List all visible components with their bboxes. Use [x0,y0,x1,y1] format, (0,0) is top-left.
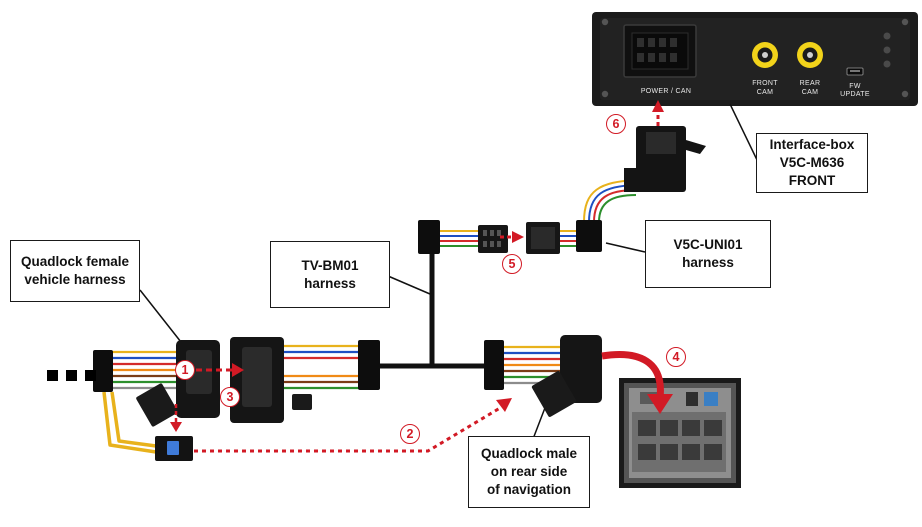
tv-bm01-line-1: TV-BM01 [301,257,359,273]
front-cam-label-1: FRONT [752,80,778,87]
step-arrows [170,100,673,453]
tv-bm01-trunk [372,252,496,369]
navigation-rear-quadlock [619,378,741,488]
interface-box-label: Interface-box V5C-M636 FRONT [756,133,868,193]
interface-box-device: POWER / CAN FRONT CAM REAR CAM FW UPDATE [592,12,918,106]
v5c-uni01-label: V5C-UNI01 harness [645,220,771,288]
fw-update-label-2: UPDATE [840,91,870,98]
front-cam-label-2: CAM [757,89,773,96]
rca-jack-icon [797,42,823,68]
led-indicator-icon [883,32,891,40]
power-can-plug [624,126,706,192]
v5c-uni01-line-2: harness [682,255,734,270]
quadlock-male-line-2: on rear side [490,464,568,479]
step-badge-6: 6 [606,114,626,134]
interface-box-line-2: V5C-M636 [779,155,845,170]
quadlock-female-connector [136,340,220,427]
quadlock-female-label: Quadlock female vehicle harness [10,240,140,302]
harness-wires [110,179,637,390]
v5c-uni01-line-1: V5C-UNI01 [673,237,743,252]
led-indicator-icon [883,60,891,68]
quadlock-male-line-3: of navigation [487,482,571,497]
rear-cam-label-2: CAM [802,89,818,96]
usb-port-icon [846,67,864,76]
power-can-port [623,24,697,78]
red-arrow-icon [647,394,673,414]
red-arrow-icon [496,398,512,412]
tv-bm01-female-connector-right [531,335,602,417]
black-sleeves [93,220,602,392]
red-arrow-icon [512,231,524,243]
tv-bm01-label: TV-BM01 harness [270,241,390,308]
ellipsis-dots-icon [47,370,96,381]
power-can-label: POWER / CAN [641,88,691,95]
step-badge-4: 4 [666,347,686,367]
fw-update-label-1: FW [849,83,861,90]
quadlock-male-line-1: Quadlock male [480,446,578,461]
red-arrow-icon [232,363,244,377]
step-badge-2: 2 [400,424,420,444]
rear-cam-label-1: REAR [800,80,821,87]
four-pin-connector-pair [478,222,560,254]
quadlock-female-line-1: Quadlock female [20,254,130,269]
tv-bm01-line-2: harness [304,275,356,291]
red-arrow-icon [170,422,182,432]
quadlock-male-label: Quadlock male on rear side of navigation [468,436,590,508]
rca-jack-icon [752,42,778,68]
tv-bm01-male-connector-left [230,337,312,423]
yellow-wires [102,391,157,454]
red-arrow-icon [652,100,664,112]
interface-box-line-1: Interface-box [769,137,855,152]
step-badge-3: 3 [220,387,240,407]
blue-inline-connector [155,436,193,461]
interface-box-line-3: FRONT [788,173,836,188]
step-badge-5: 5 [502,254,522,274]
quadlock-female-line-2: vehicle harness [24,272,126,287]
step-badge-1: 1 [175,360,195,380]
led-indicator-icon [883,46,891,54]
